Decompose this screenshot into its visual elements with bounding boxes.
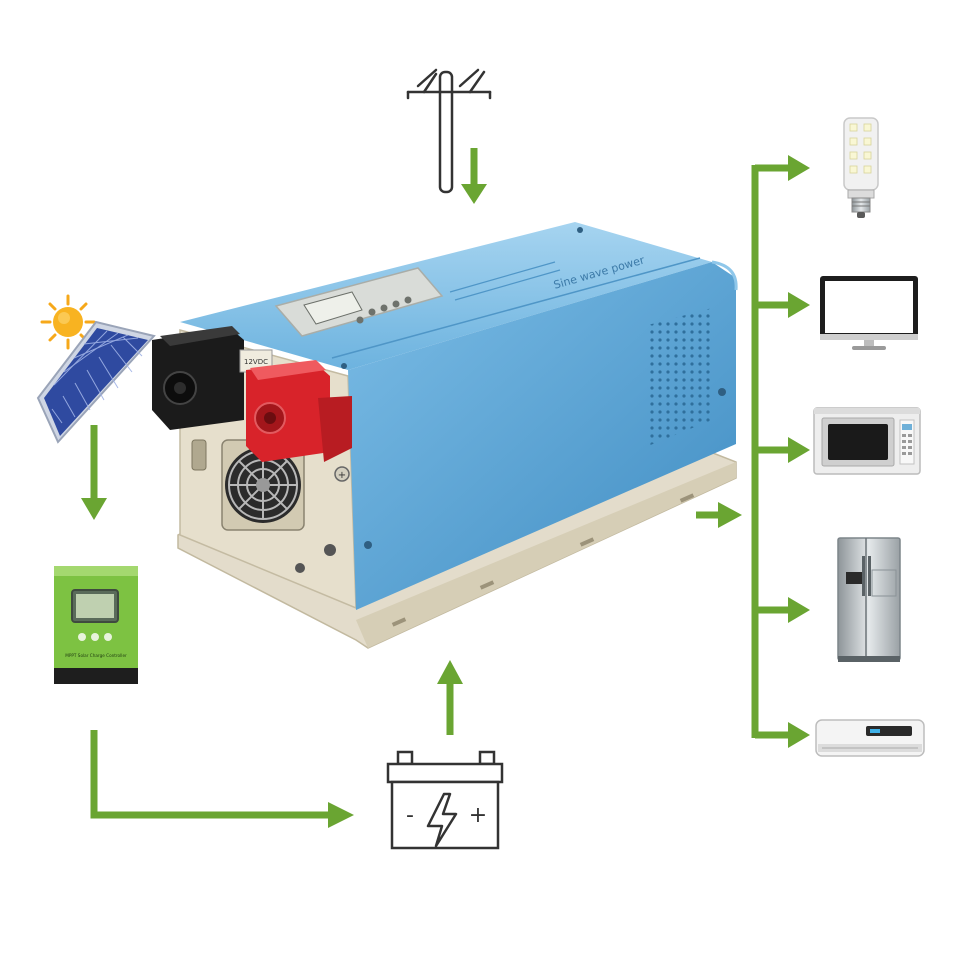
- refrigerator-icon: [837, 537, 901, 662]
- inverter-negative-terminal: [152, 326, 244, 430]
- flow-arrows: [81, 148, 810, 828]
- led-bulb-icon: [843, 117, 879, 218]
- charge-controller-icon: MPPT Solar Charge Controller: [54, 566, 138, 684]
- controller-label: MPPT Solar Charge Controller: [65, 653, 127, 658]
- battery-icon: [386, 750, 504, 850]
- sun-icon: [40, 294, 96, 350]
- battery-minus: -: [406, 803, 414, 828]
- battery-plus: +: [469, 803, 487, 828]
- utility-pole-icon: [406, 68, 492, 194]
- arrow-inverter-to-loads: [696, 502, 742, 528]
- air-conditioner-icon: [815, 719, 925, 757]
- inverter-fan: [221, 439, 305, 531]
- inverter-positive-terminal: [246, 360, 352, 462]
- monitor-icon: [820, 276, 918, 350]
- load-distribution-bus: [751, 155, 810, 748]
- microwave-icon: [813, 407, 921, 475]
- inverter-icon: Sine wave power: [152, 222, 738, 649]
- arrow-panel-to-controller: [81, 425, 107, 520]
- solar-panel-icon: [36, 320, 156, 444]
- arrow-battery-to-inverter: [437, 660, 463, 735]
- svg-text:+: +: [338, 470, 346, 481]
- inverter-terminal-label: 12VDC: [244, 358, 268, 366]
- arrow-grid-to-inverter: [461, 148, 487, 204]
- arrow-controller-to-battery: [90, 730, 354, 828]
